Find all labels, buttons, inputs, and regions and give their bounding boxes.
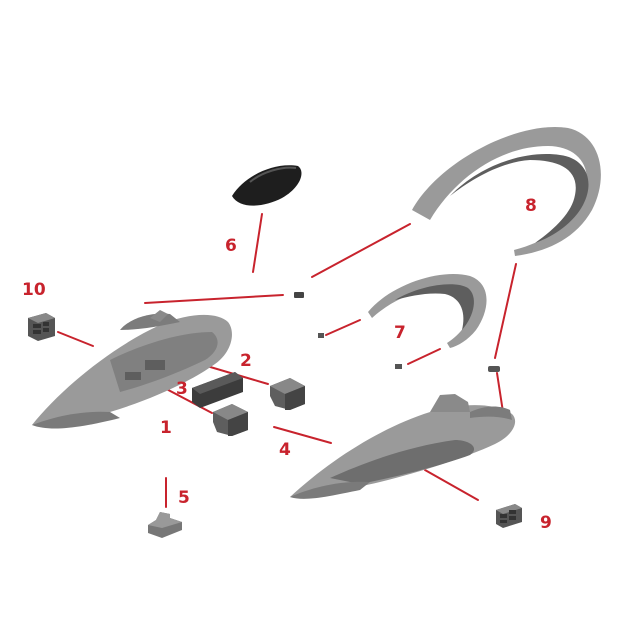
callout-1: 1 — [160, 418, 172, 438]
part-10-block — [28, 313, 55, 341]
leader-line-7-front — [325, 319, 361, 336]
callout-10: 10 — [22, 280, 46, 300]
part-6-canopy — [232, 165, 302, 206]
part-1-bracket — [213, 404, 248, 436]
leader-line-8-lower — [494, 263, 517, 359]
part-4-right-hull — [290, 394, 516, 499]
callout-7: 7 — [394, 323, 406, 343]
callout-9: 9 — [540, 513, 552, 533]
pin-8-lower — [488, 366, 500, 372]
pin-upper — [294, 292, 304, 298]
part-9-block — [496, 504, 522, 528]
callout-5: 5 — [178, 488, 190, 508]
small-pins — [294, 292, 500, 372]
part-1-left-hull — [32, 310, 232, 429]
callout-3: 3 — [176, 379, 188, 399]
callout-6: 6 — [225, 236, 237, 256]
leader-line-8-upper — [311, 223, 411, 278]
part-8-large-wing — [412, 126, 601, 256]
part-3-bar — [192, 372, 243, 408]
leader-line-4 — [273, 426, 332, 444]
pin-7-front — [318, 333, 324, 338]
part-5-block — [148, 512, 182, 538]
leader-line-8-to-hull — [496, 372, 504, 413]
pin-7-rear — [395, 364, 402, 369]
leader-line-10 — [57, 331, 94, 347]
callout-8: 8 — [525, 196, 537, 216]
leader-line-9 — [424, 469, 479, 501]
callout-4: 4 — [279, 440, 291, 460]
part-7-small-wing — [368, 274, 487, 348]
callout-2: 2 — [240, 351, 252, 371]
leader-line-6 — [252, 213, 263, 273]
part-2-bracket — [270, 378, 305, 410]
leader-line-7-rear — [407, 348, 441, 365]
leader-line-8-small-hull — [144, 294, 284, 304]
